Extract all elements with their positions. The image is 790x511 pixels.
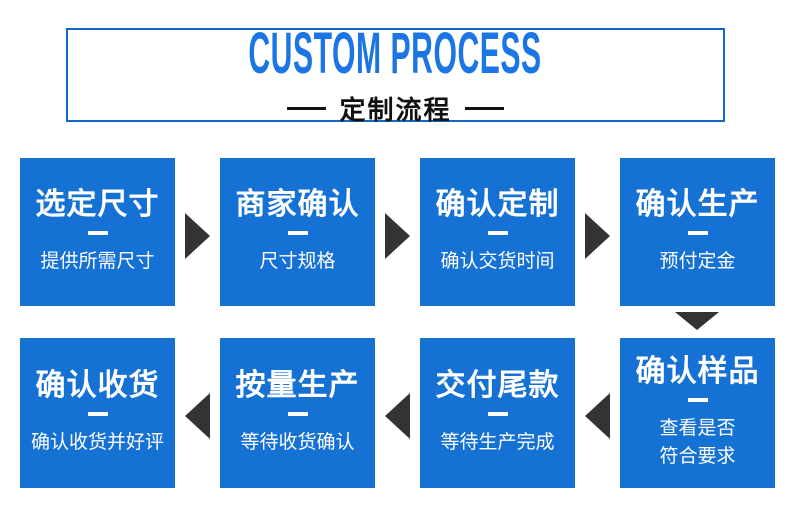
step-title: 确认生产 [635,187,760,221]
arrow-right-icon [585,213,610,259]
step-box-confirm-sample: 确认样品 查看是否 符合要求 [620,338,775,488]
step-subtitle: 尺寸规格 [259,250,336,272]
step-title: 确认定制 [435,187,560,221]
title-underline [687,230,708,235]
arrow-left-icon [585,393,610,439]
step-subtitle: 等待收货确认 [240,431,355,453]
step-box-confirm-custom: 确认定制 确认交货时间 [420,158,575,306]
step-title: 商家确认 [235,187,360,221]
arrow-left-icon [185,393,210,439]
step-box-merchant-confirm: 商家确认 尺寸规格 [220,158,375,306]
step-subtitle: 预付定金 [659,250,736,272]
arrow-down-icon [675,312,719,330]
title-underline [487,230,508,235]
step-subtitle: 确认交货时间 [440,250,555,272]
step-subtitle: 查看是否 符合要求 [659,417,736,468]
step-title: 确认收货 [35,368,160,402]
title-underline [687,397,708,402]
step-box-confirm-production: 确认生产 预付定金 [620,158,775,306]
step-title: 交付尾款 [435,368,560,402]
subtitle-line-left [287,107,327,110]
arrow-left-icon [385,393,410,439]
header-subtitle-row: 定制流程 [287,90,504,127]
step-subtitle: 确认收货并好评 [30,431,164,453]
step-title: 选定尺寸 [35,187,160,221]
step-title: 按量生产 [235,368,360,402]
title-underline [487,411,508,416]
step-box-pay-balance: 交付尾款 等待生产完成 [420,338,575,488]
step-box-batch-production: 按量生产 等待收货确认 [220,338,375,488]
title-underline [87,230,108,235]
step-subtitle: 等待生产完成 [440,431,555,453]
arrow-right-icon [185,213,210,259]
step-box-confirm-receipt: 确认收货 确认收货并好评 [20,338,175,488]
header-box: CUSTOM PROCESS 定制流程 [66,21,725,125]
title-underline [287,230,308,235]
arrow-right-icon [385,213,410,259]
title-underline [287,411,308,416]
header-title: CUSTOM PROCESS [248,21,543,86]
header-subtitle: 定制流程 [339,95,452,125]
step-title: 确认样品 [635,354,760,388]
subtitle-line-right [464,107,504,110]
title-underline [87,411,108,416]
step-box-select-size: 选定尺寸 提供所需尺寸 [20,158,175,306]
step-subtitle: 提供所需尺寸 [40,250,155,272]
